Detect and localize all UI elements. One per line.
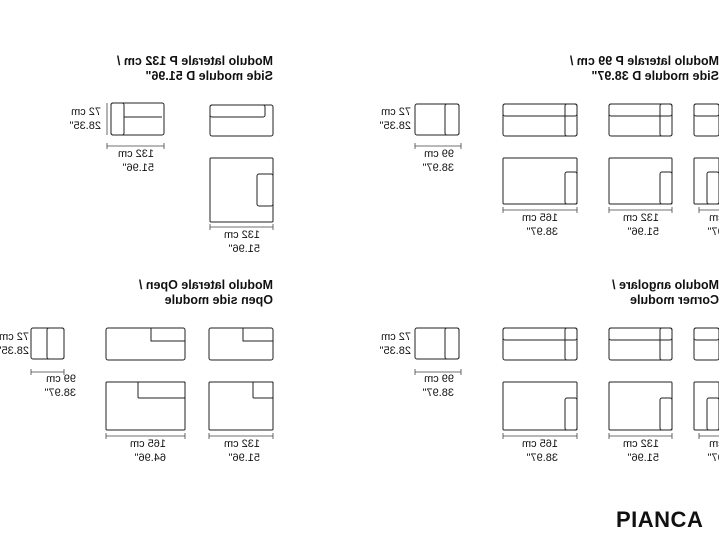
dim-d-top3-in: 38.97" xyxy=(707,452,719,464)
dim-b-top2-cm: 132 cm xyxy=(622,212,659,224)
dim-b-height-cm: 72 cm xyxy=(381,106,411,118)
dim-c-side-cm: 99 cm xyxy=(46,373,76,385)
dim-a-height-cm: 72 cm xyxy=(71,106,101,118)
section-a-drawings xyxy=(106,102,274,230)
section-b-title-2: Side module D 38.97" xyxy=(591,69,719,83)
dim-c-top1-in: 64.96" xyxy=(134,452,166,464)
dim-d-side-in: 38.97" xyxy=(422,387,454,399)
dim-c-top1-cm: 165 cm xyxy=(129,438,166,450)
dim-b-top2-in: 51.96" xyxy=(627,226,659,238)
section-c-drawings xyxy=(30,327,274,439)
dim-c-side-in: 38.97" xyxy=(44,387,76,399)
dim-a-side-cm: 132 cm xyxy=(117,148,154,160)
dim-c-top2-in: 51.96" xyxy=(228,452,260,464)
section-a-title-2: Side module D 51.96" xyxy=(145,69,274,83)
dim-d-height-cm: 72 cm xyxy=(381,331,411,343)
section-d-title-1: Modulo angolare / xyxy=(612,278,719,292)
dim-b-side-cm: 99 cm xyxy=(424,148,454,160)
dim-b-top1-cm: 165 cm xyxy=(521,212,558,224)
dim-a-height-in: 28.35" xyxy=(69,120,101,132)
section-c-title-2: Open side module xyxy=(164,293,273,307)
dim-c-top2-cm: 132 cm xyxy=(223,438,260,450)
dim-d-top2-in: 51.96" xyxy=(627,452,659,464)
dim-b-top1-in: 38.97" xyxy=(526,226,558,238)
section-c-title-1: Modulo laterale Open / xyxy=(138,278,273,292)
dim-a-top-in: 51.96" xyxy=(228,243,260,255)
dim-d-top1-in: 38.97" xyxy=(526,452,558,464)
section-b-title-1: Modulo laterale P 99 cm / xyxy=(569,54,719,68)
dim-b-height-in: 28.35" xyxy=(379,120,411,132)
dim-b-side-in: 38.97" xyxy=(422,162,454,174)
section-a-title-1: Modulo laterale P 132 cm / xyxy=(116,54,273,68)
section-d-title-2: Corner module xyxy=(630,293,719,307)
dim-b-top3-in: 38.97" xyxy=(707,226,719,238)
section-d-drawings xyxy=(414,327,719,439)
section-b-drawings xyxy=(414,103,719,213)
pianca-logo: PIANCA xyxy=(616,507,704,532)
dim-d-top1-cm: 165 cm xyxy=(521,438,558,450)
dim-b-top3-cm: 99 cm xyxy=(709,212,719,224)
dim-d-side-cm: 99 cm xyxy=(424,373,454,385)
dim-d-top2-cm: 132 cm xyxy=(622,438,659,450)
dim-c-height-cm: 72 cm xyxy=(0,331,29,343)
dim-a-side-in: 51.96" xyxy=(122,162,154,174)
dim-a-top-cm: 132 cm xyxy=(223,229,260,241)
dim-d-top3-cm: 99 cm xyxy=(709,438,719,450)
dim-d-height-in: 28.35" xyxy=(379,345,411,357)
dim-c-height-in: 28.35" xyxy=(0,345,29,357)
